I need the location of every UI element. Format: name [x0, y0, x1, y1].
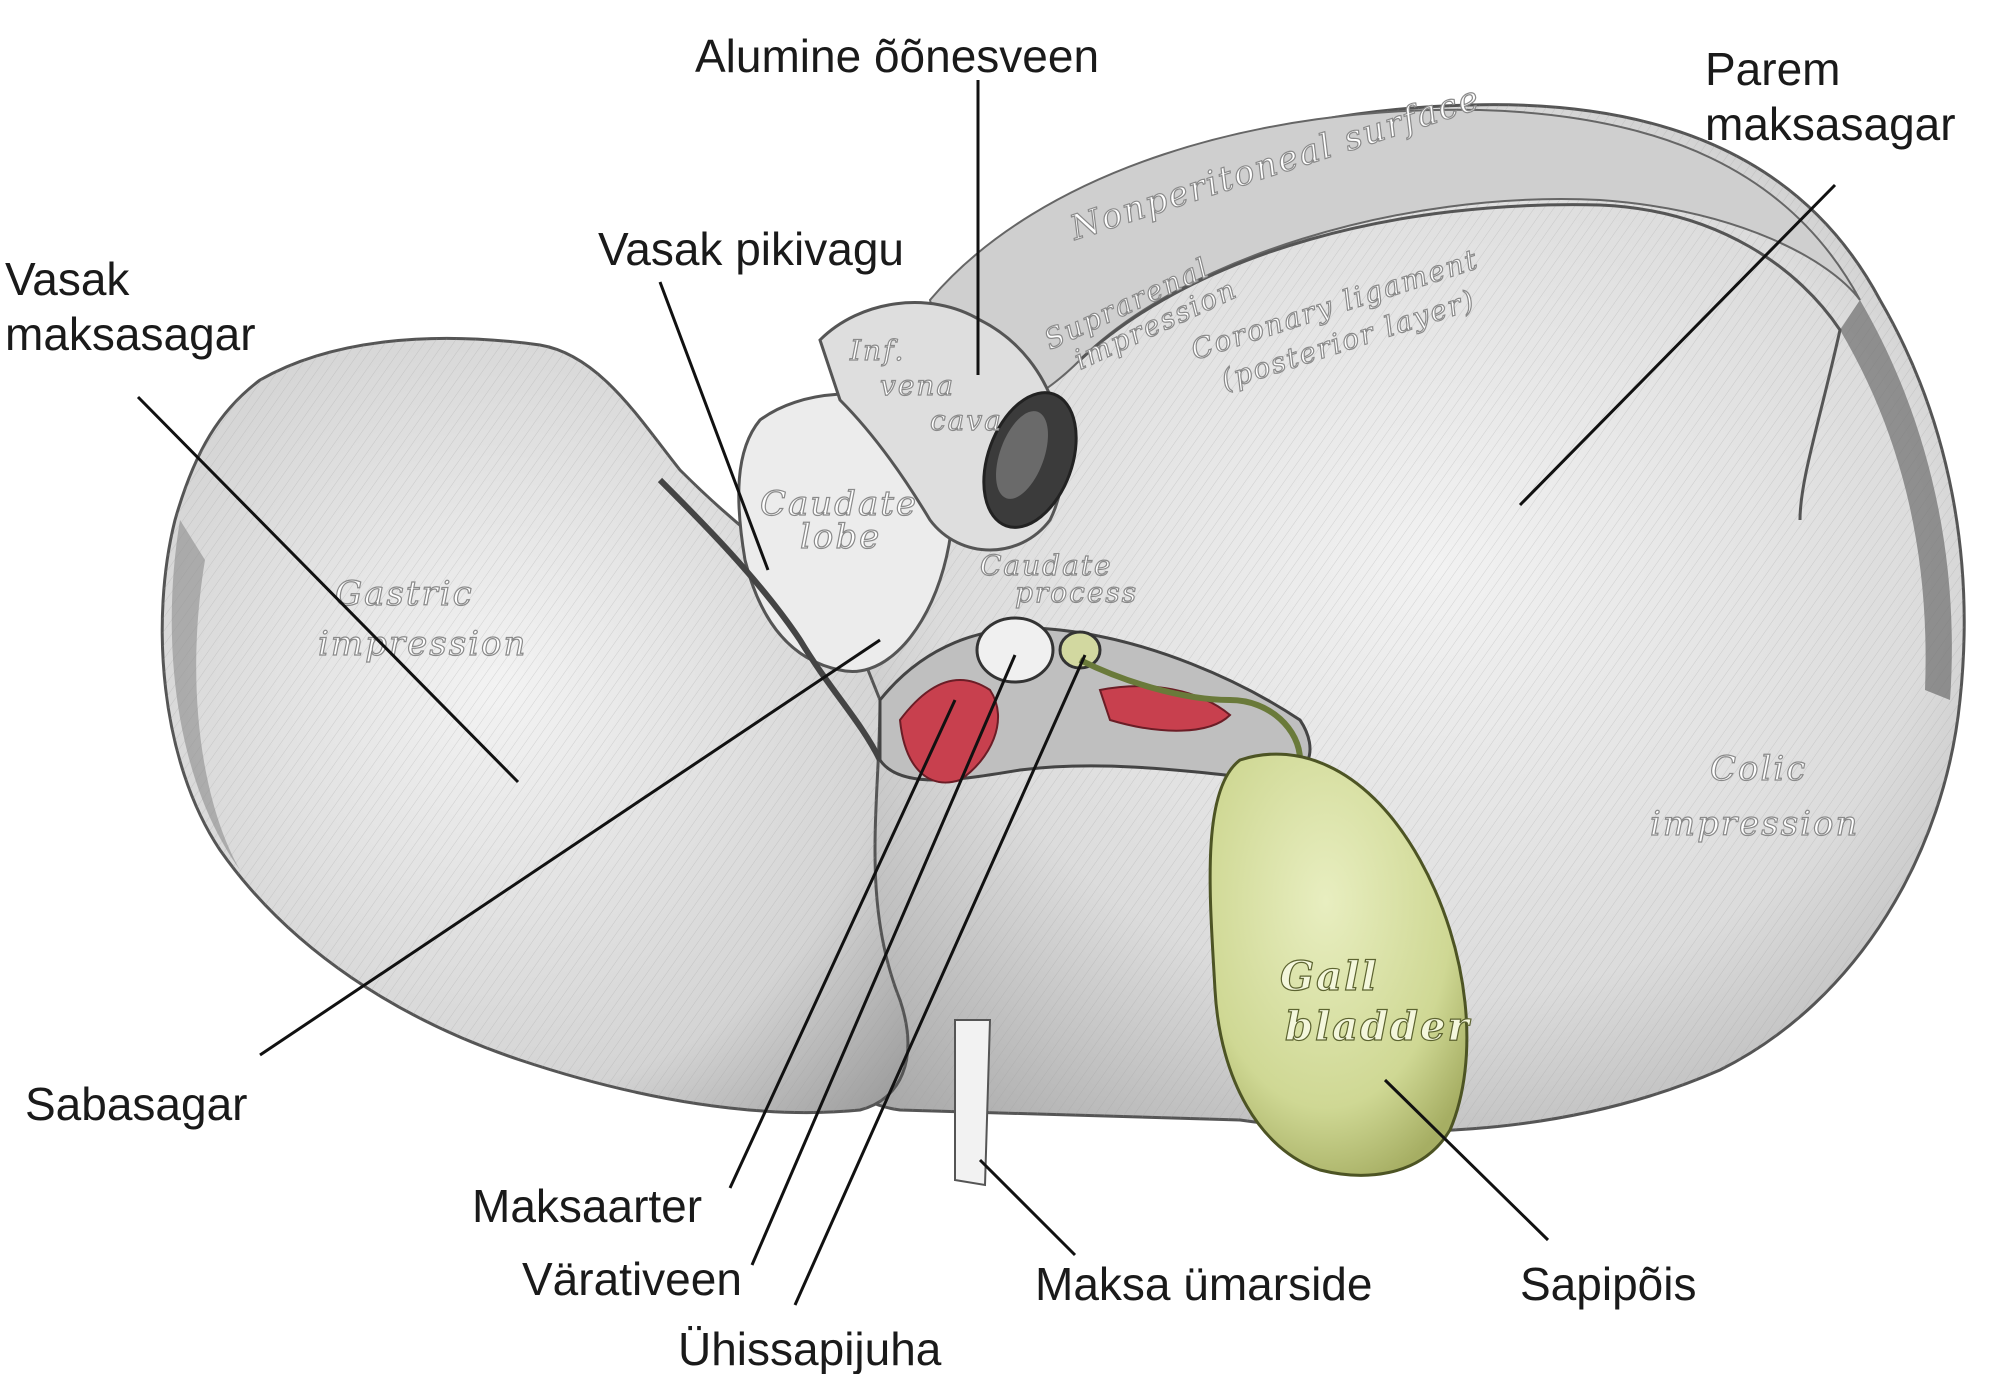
coronary-ligament-line [1078, 203, 1842, 521]
leader-varativeen [750, 654, 1017, 1266]
engraved-gastric-2: impression [318, 624, 527, 664]
right-edge-dark [1840, 300, 1952, 700]
leader-maksaarter [728, 699, 957, 1189]
leader-vasak-maksasagar [136, 395, 520, 784]
left-fissure [657, 477, 883, 762]
engraved-gall-2: bladder [1285, 1003, 1471, 1050]
label-maksa-umarside: Maksa ümarside [1035, 1258, 1372, 1310]
label-alumine-oonesveen: Alumine õõnesveen [695, 30, 1099, 82]
round-ligament-shape[interactable] [954, 1019, 992, 1187]
engraved-cava: cava [930, 404, 1003, 437]
label-vasak-maksasagar-1: Vasak [5, 253, 130, 305]
leader-sabasagar [259, 638, 881, 1057]
left-lobe-texture [162, 338, 908, 1113]
label-sapipois: Sapipõis [1520, 1258, 1696, 1310]
engraved-caudate-lobe-2: lobe [800, 517, 881, 557]
gall-bladder-shape[interactable] [1208, 752, 1469, 1177]
engraved-caudate-process-1: Caudate [980, 549, 1113, 582]
ivc-lumen-highlight [996, 411, 1048, 499]
engraved-colic-2: impression [1650, 804, 1859, 844]
engraved-inf: Inf. [849, 334, 905, 367]
leader-vasak-pikivagu [658, 281, 770, 571]
label-sabasagar: Sabasagar [25, 1078, 248, 1130]
leader-maksa-umarside [978, 1158, 1077, 1257]
engraved-caudate-process-2: process [1015, 576, 1138, 609]
label-uhissapijuha: Ühissapijuha [678, 1323, 942, 1374]
left-lobe-edge-shadow [171, 520, 240, 870]
leader-parem-maksasagar [1518, 183, 1837, 507]
engraved-colic-1: Colic [1710, 749, 1807, 789]
label-parem-maksasagar-1: Parem [1705, 43, 1840, 95]
label-maksaarter: Maksaarter [472, 1180, 702, 1232]
leader-sapipois [1383, 1078, 1550, 1242]
label-varativeen: Värativeen [522, 1253, 742, 1305]
engraved-caudate-lobe-1: Caudate [760, 484, 918, 524]
engraved-gastric-1: Gastric [335, 574, 474, 614]
label-parem-maksasagar-2: maksasagar [1705, 98, 1956, 150]
label-vasak-pikivagu: Vasak pikivagu [598, 223, 904, 275]
cystic-duct [1078, 657, 1303, 761]
engraved-vena: vena [880, 369, 955, 402]
label-vasak-maksasagar-2: maksasagar [5, 308, 256, 360]
right-lobe-texture [787, 104, 1965, 1132]
leader-uhissapijuha [793, 654, 1087, 1306]
engraved-gall-1: Gall [1280, 953, 1378, 1000]
portal-vein-shape[interactable] [975, 616, 1055, 684]
